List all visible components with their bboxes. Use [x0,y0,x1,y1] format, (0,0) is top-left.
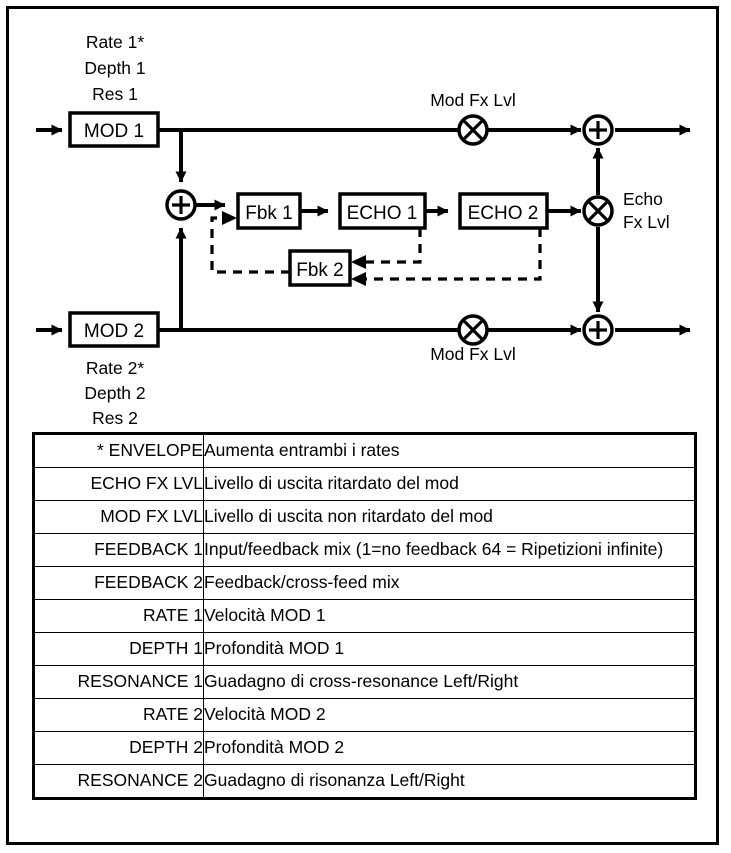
param-name-cell: MOD FX LVL [33,500,204,534]
block-echo1-label: ECHO 1 [347,203,418,224]
block-mod2-label: MOD 2 [84,321,144,342]
dashed-fbk2-to-fbk1 [210,216,290,274]
param-name-cell: RESONANCE 1 [33,665,204,699]
label-echo-fx-lvl-line2: Fx Lvl [623,212,670,232]
param-description-cell: Input/feedback mix (1=no feedback 64 = R… [203,533,696,567]
dashed-arrowheads [222,211,366,286]
block-mod1-label: MOD 1 [84,121,144,142]
param-description-cell: Profondità MOD 1 [203,632,696,666]
param-name-cell: * ENVELOPE [33,433,204,468]
param-name-cell: DEPTH 1 [33,632,204,666]
param-description-cell: Guadagno di risonanza Left/Right [203,764,696,799]
param-description-cell: Guadagno di cross-resonance Left/Right [203,665,696,699]
block-mod1 [68,111,160,148]
mod1-param-depth: Depth 1 [84,58,145,78]
param-description-cell: Velocità MOD 1 [203,599,696,633]
block-fbk1-label: Fbk 1 [245,203,293,224]
mod2-param-rate: Rate 2* [86,358,145,378]
label-echo-fx-lvl-line1: Echo [623,189,663,209]
param-name-cell: FEEDBACK 1 [33,533,204,567]
block-fbk2 [288,249,352,287]
mod1-param-rate: Rate 1* [86,32,145,52]
param-name-cell: ECHO FX LVL [33,467,204,501]
label-mod-fx-lvl-top: Mod Fx Lvl [430,90,516,110]
label-mod-fx-lvl-bottom: Mod Fx Lvl [430,344,516,364]
diagram-annotations: Rate 1* Depth 1 Res 1 Rate 2* Depth 2 Re… [84,32,669,428]
param-name-cell: FEEDBACK 2 [33,566,204,600]
mod1-param-res: Res 1 [92,84,138,104]
multiplier-nodes [457,114,614,346]
block-echo2 [458,192,549,230]
block-mod2 [68,311,160,348]
signal-flow-diagram: MOD 1 MOD 2 Fbk 1 Fbk 2 ECHO 1 ECHO 2 [36,32,691,428]
mod2-param-depth: Depth 2 [84,383,145,403]
param-name-cell: RATE 1 [33,599,204,633]
diagram-blocks: MOD 1 MOD 2 Fbk 1 Fbk 2 ECHO 1 ECHO 2 [68,111,549,348]
dashed-echo1-to-fbk2 [362,228,422,264]
param-name-cell: RATE 2 [33,698,204,732]
outer-border [6,6,719,845]
param-name-cell: DEPTH 2 [33,731,204,765]
block-fbk2-label: Fbk 2 [296,260,344,281]
summing-junctions [165,114,614,346]
block-echo2-label: ECHO 2 [468,203,539,224]
block-echo1 [338,192,427,230]
dashed-echo2-to-fbk2 [362,228,542,281]
block-fbk1 [236,192,302,230]
param-description-cell: Profondità MOD 2 [203,731,696,765]
param-name-cell: RESONANCE 2 [33,764,204,799]
param-description-cell: Velocità MOD 2 [203,698,696,732]
param-description-cell: Livello di uscita ritardato del mod [203,467,696,501]
mod2-param-res: Res 2 [92,408,138,428]
param-description-cell: Aumenta entrambi i rates [203,433,696,468]
param-description-cell: Livello di uscita non ritardato del mod [203,500,696,534]
param-description-cell: Feedback/cross-feed mix [203,566,696,600]
